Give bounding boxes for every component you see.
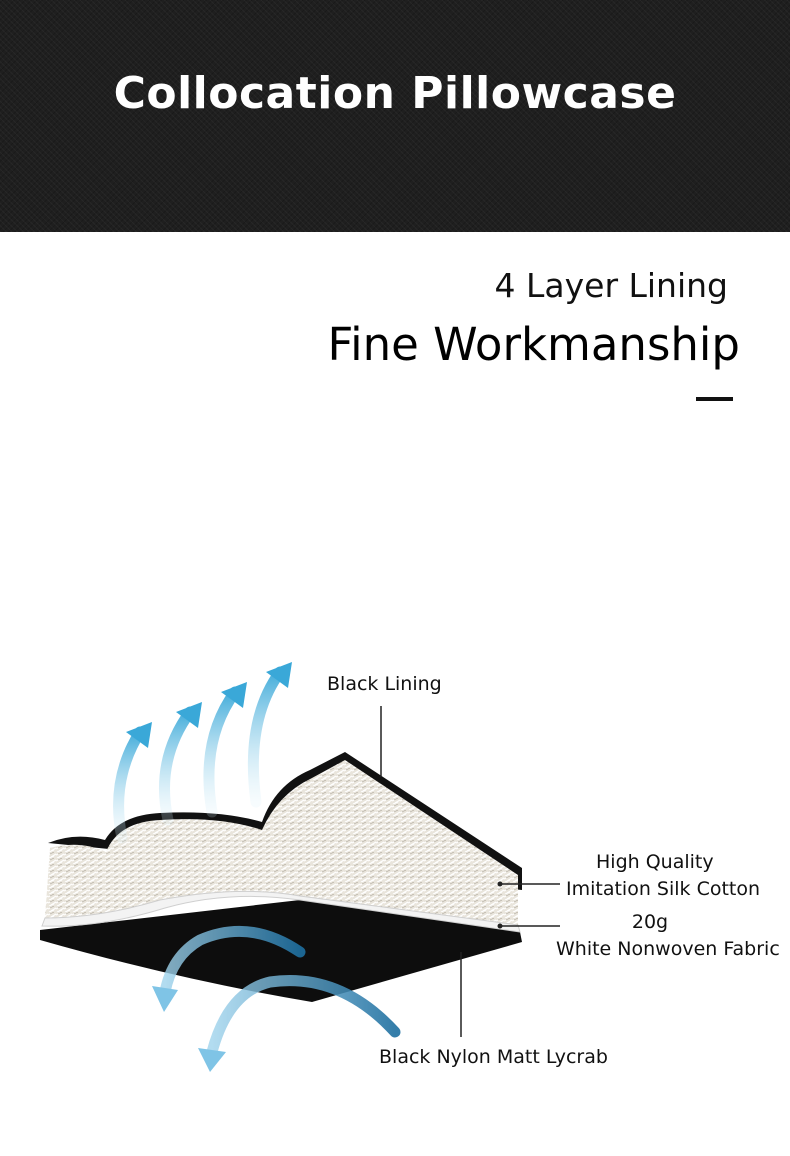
title-underline (696, 397, 733, 401)
label-black-lining: Black Lining (327, 673, 442, 695)
down-arrow-heads (152, 986, 226, 1072)
label-nonwoven-line2: White Nonwoven Fabric (556, 938, 780, 960)
label-silk-cotton-line2: Imitation Silk Cotton (566, 878, 761, 900)
label-lycra: Black Nylon Matt Lycrab (379, 1046, 608, 1068)
breathable-up-arrows (113, 666, 286, 844)
silk-cotton-layer (45, 760, 518, 925)
section-title: Fine Workmanship (327, 318, 740, 371)
callout-dots (497, 881, 503, 929)
black-lycra-layer (40, 900, 522, 1002)
breathable-down-arrows (159, 925, 401, 1058)
nonwoven-layer (41, 890, 521, 933)
header-banner: Collocation Pillowcase (0, 0, 790, 232)
label-nonwoven-line1: 20g (631, 911, 669, 933)
up-arrow-heads (126, 662, 292, 748)
label-silk-cotton-line1: High Quality (596, 851, 714, 873)
banner-title: Collocation Pillowcase (113, 68, 677, 119)
pillow-layers-illustration (40, 662, 560, 1072)
section-subtitle: 4 Layer Lining (494, 266, 728, 305)
callout-lines (380, 706, 560, 1037)
lining-layer-diagram: Black Lining High Quality Imitation Silk… (0, 600, 790, 1152)
